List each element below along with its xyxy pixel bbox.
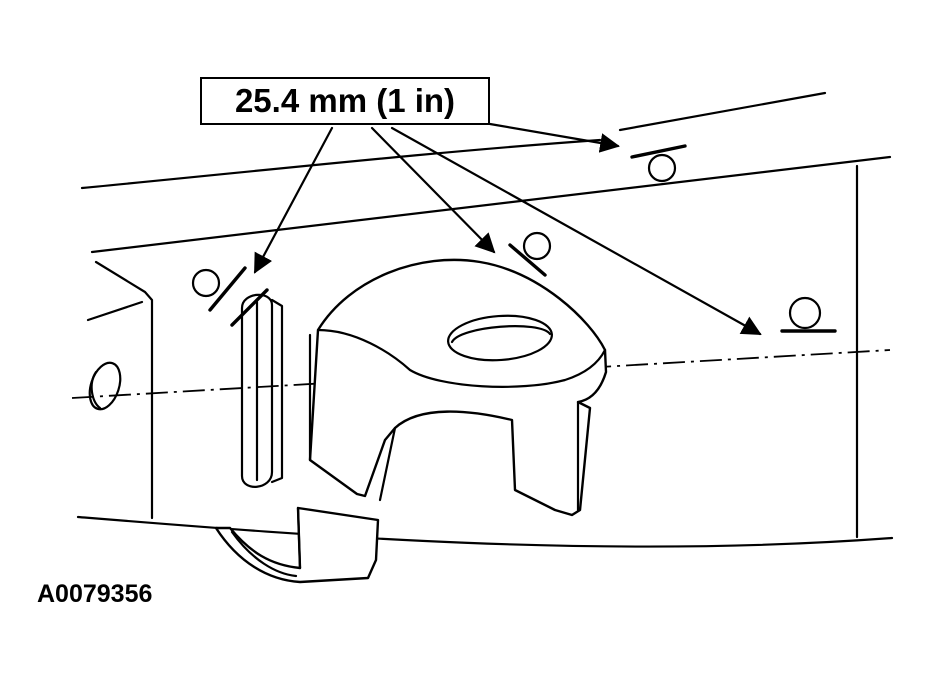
leader-arrow-right — [390, 126, 762, 336]
hole-symbol-top-right — [630, 144, 687, 183]
rail-top-flange-edge — [618, 91, 827, 132]
rail-bottom-edge — [76, 515, 894, 548]
left-hole — [88, 361, 122, 411]
rail-left-end — [94, 260, 154, 520]
figure-id: A0079356 — [37, 580, 153, 608]
hole-symbol-right — [780, 296, 837, 333]
rail-web-top-edge — [90, 155, 892, 254]
dimension-callout-box: 25.4 mm (1 in) — [200, 77, 490, 125]
vertical-slot — [240, 293, 284, 488]
leader-arrow-center — [370, 126, 496, 254]
leader-arrow-top-right — [488, 122, 620, 153]
rail-left-lower-flange — [86, 300, 144, 322]
mounting-bracket — [308, 258, 608, 517]
rail-upper-edge — [80, 138, 602, 190]
lower-hanger — [214, 506, 380, 584]
dimension-label: 25.4 mm (1 in) — [234, 82, 456, 119]
leader-arrow-left — [253, 126, 334, 274]
leader-arrows — [253, 122, 762, 336]
hole-symbol-center — [508, 231, 552, 277]
hole-symbol-left — [191, 266, 269, 327]
